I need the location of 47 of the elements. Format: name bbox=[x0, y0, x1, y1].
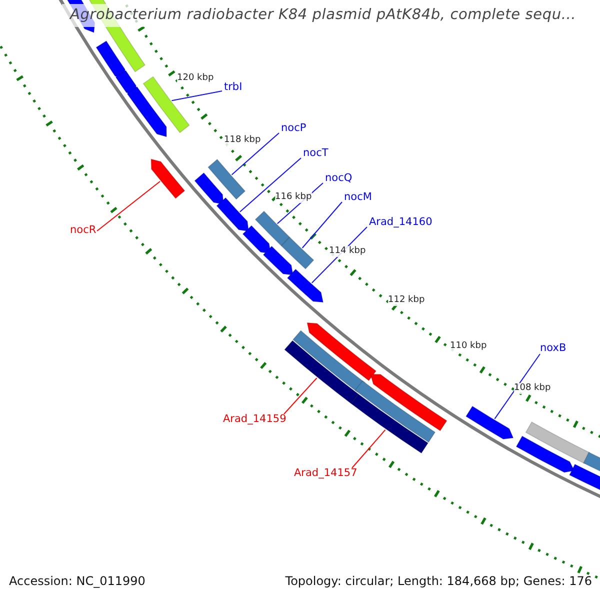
gene-block bbox=[569, 464, 600, 492]
gene-block bbox=[242, 225, 271, 254]
gene-label: nocP bbox=[281, 122, 306, 135]
leader-line bbox=[96, 180, 161, 232]
gene-block bbox=[262, 246, 294, 276]
gene-block bbox=[208, 159, 246, 200]
gene-label: nocQ bbox=[325, 172, 352, 185]
gene-block bbox=[354, 380, 436, 443]
leader-line bbox=[352, 429, 386, 468]
gene-label: Arad_14157 bbox=[294, 467, 358, 480]
gene-block bbox=[292, 330, 366, 392]
gene-label: noxB bbox=[540, 342, 566, 355]
leader-line bbox=[231, 132, 280, 176]
leader-line bbox=[239, 158, 302, 212]
tick-label: 112 kbp bbox=[388, 295, 425, 306]
leader-line bbox=[284, 378, 318, 414]
tick-label: 108 kbp bbox=[514, 383, 551, 394]
gene-block bbox=[370, 374, 448, 432]
gene-block bbox=[254, 210, 290, 246]
gene-label: Arad_14160 bbox=[369, 216, 432, 229]
gene-label: trbI bbox=[224, 81, 242, 94]
genome-info-text: Topology: circular; Length: 184,668 bp; Genes: 176 bbox=[285, 574, 592, 588]
gene-label: nocT bbox=[303, 147, 328, 160]
gene-block bbox=[516, 436, 575, 473]
leader-line bbox=[302, 202, 342, 248]
gene-block bbox=[150, 158, 186, 199]
gene-block bbox=[194, 172, 224, 205]
gene-block bbox=[216, 197, 249, 232]
tick-label: 118 kbp bbox=[224, 135, 261, 146]
accession-text: Accession: NC_011990 bbox=[9, 574, 146, 588]
gene-label: nocR bbox=[70, 224, 96, 237]
tick-label: 110 kbp bbox=[450, 341, 487, 352]
gene-block bbox=[525, 422, 590, 464]
gene-block bbox=[280, 236, 314, 270]
leader-line bbox=[494, 354, 540, 420]
tick-label: 116 kbp bbox=[275, 192, 312, 203]
tick-label: 120 kbp bbox=[177, 73, 214, 84]
gene-block bbox=[306, 322, 376, 381]
gene-label: Arad_14159 bbox=[223, 413, 286, 426]
gene-block bbox=[126, 86, 167, 138]
gene-block bbox=[287, 268, 324, 303]
gene-label: nocM bbox=[344, 191, 372, 204]
gene-block bbox=[284, 340, 359, 404]
gene-block bbox=[466, 406, 514, 440]
tick-label: 114 kbp bbox=[329, 246, 366, 257]
gene-block bbox=[350, 394, 428, 454]
leader-line bbox=[171, 90, 222, 102]
